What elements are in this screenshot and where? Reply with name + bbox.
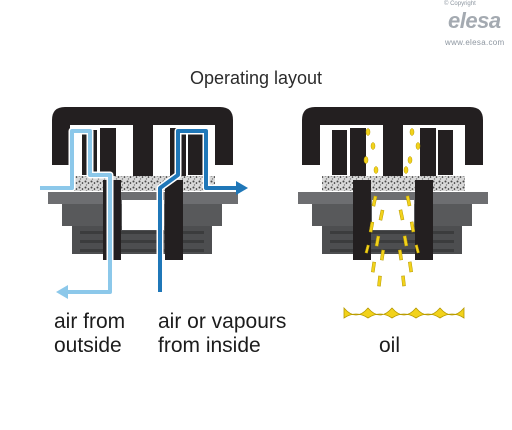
left-flange — [48, 192, 238, 204]
oil-surface — [343, 306, 465, 319]
right-filter — [322, 176, 465, 191]
logo-url: www.elesa.com — [445, 38, 505, 47]
left-fin — [133, 125, 153, 180]
left-stem — [165, 180, 183, 260]
left-fin — [188, 130, 203, 175]
label-oil: oil — [379, 334, 401, 357]
right-cap — [302, 107, 483, 165]
label-air-from-inside: air or vapours from inside — [158, 310, 287, 357]
left-breather-diagram — [40, 107, 248, 299]
dark-blue-arrowhead — [236, 181, 248, 195]
light-blue-arrowhead — [56, 285, 68, 299]
copyright-text: © Copyright — [444, 1, 476, 7]
diagram-title: Operating layout — [189, 68, 323, 88]
oil-droplets — [363, 128, 421, 287]
right-flange — [298, 192, 488, 204]
left-cap — [52, 107, 233, 165]
left-fin — [100, 128, 116, 183]
label-air-from-outside: air from outside — [54, 310, 126, 357]
elesa-logo: elesa — [448, 8, 501, 33]
right-breather-diagram — [298, 107, 488, 319]
